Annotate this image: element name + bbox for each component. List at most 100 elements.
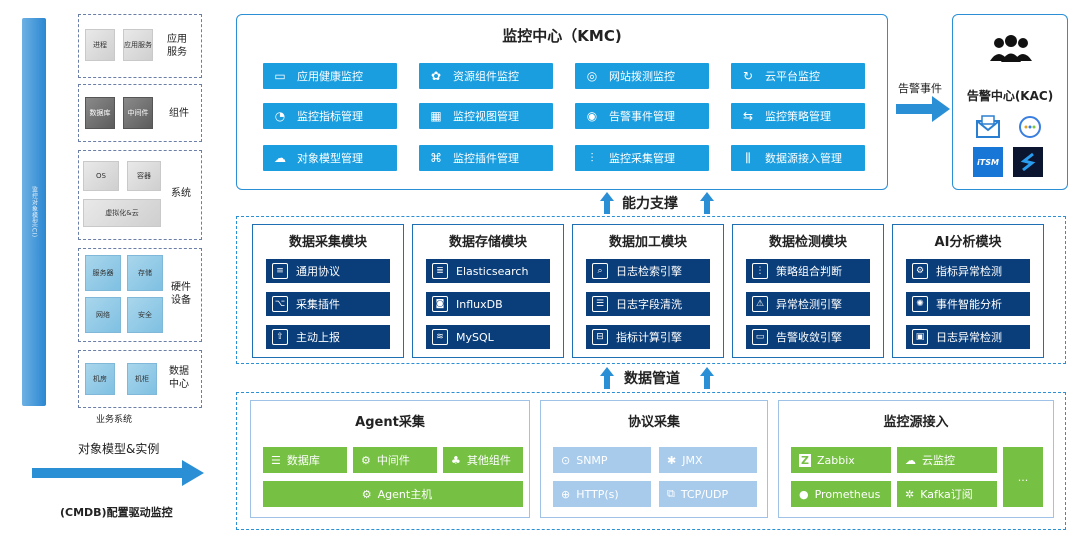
cube-process: 进程 xyxy=(85,29,115,61)
kmc-item[interactable]: ◎网站拨测监控 xyxy=(575,63,709,89)
kmc-item[interactable]: ◔监控指标管理 xyxy=(263,103,397,129)
kac-panel: 告警中心(KAC) iTSM xyxy=(952,14,1068,190)
cube-middleware: 中间件 xyxy=(123,97,153,129)
kmc-item-label: 告警事件管理 xyxy=(609,110,675,123)
kmc-item[interactable]: ⫼数据源接入管理 xyxy=(731,145,865,171)
module-item[interactable]: ≋MySQL xyxy=(426,325,550,349)
module-item-label: 通用协议 xyxy=(296,265,340,278)
group-hardware: 服务器 存储 网络 安全 硬件 设备 xyxy=(78,248,202,342)
kmc-item[interactable]: ◉ 告警事件管理 xyxy=(575,103,709,129)
alarm-icon: ◉ xyxy=(586,109,598,123)
doc-icon: ≡ xyxy=(272,263,288,279)
agent-panel: Agent采集 ☰数据库 ⚙中间件 ♣其他组件 ⚙Agent主机 xyxy=(250,400,530,518)
source-cloud: ☁云监控 xyxy=(897,447,997,473)
business-system-panel: 进程 应用服务 应用 服务 数据库 中间件 组件 OS 容器 虚拟化&云 系统 … xyxy=(74,12,202,410)
kmc-title: 监控中心（KMC) xyxy=(502,27,622,45)
module-panel: 数据存储模块 ≣Elasticsearch ◙InfluxDB ≋MySQL xyxy=(412,224,564,358)
log-icon: ▣ xyxy=(912,329,928,345)
modules-frame xyxy=(236,216,1066,364)
module-item-label: 异常检测引擎 xyxy=(776,298,842,311)
object-model-bar: 监控对象模型(CI) xyxy=(22,18,46,406)
collection-frame xyxy=(236,392,1066,530)
kmc-item[interactable]: ☁ 对象模型管理 xyxy=(263,145,397,171)
module-title: 数据存储模块 xyxy=(448,235,527,250)
kmc-item-label: 数据源接入管理 xyxy=(765,152,842,165)
cloud-sync-icon: ↻ xyxy=(742,69,754,83)
group-label-app: 应用 服务 xyxy=(167,34,187,58)
module-item[interactable]: ✺事件智能分析 xyxy=(906,292,1030,316)
db-icon: ☰ xyxy=(271,453,281,467)
calc-icon: ⊟ xyxy=(592,329,608,345)
cmdb-label: (CMDB)配置驱动监控 xyxy=(60,506,173,519)
module-item-label: 告警收敛引擎 xyxy=(776,331,842,344)
module-item[interactable]: ▣日志异常检测 xyxy=(906,325,1030,349)
cube-database: 数据库 xyxy=(85,97,115,129)
globe-icon: ⊕ xyxy=(561,487,571,501)
module-item-label: 指标异常检测 xyxy=(936,265,1002,278)
module-item-label: 日志字段清洗 xyxy=(616,298,682,311)
tree-icon: ♣ xyxy=(451,453,461,467)
module-item[interactable]: ⚙指标异常检测 xyxy=(906,259,1030,283)
module-panel: 数据加工模块 ⌕日志检索引擎 ☰ 日志字段清洗 ⊟ 指标计算引擎 xyxy=(572,224,724,358)
kmc-panel: 监控中心（KMC) ▭应用健康监控 ✿资源组件监控 ◎网站拨测监控 ↻ 云平台监控 ◔监控… xyxy=(236,14,888,190)
inbox-icon: ▭ xyxy=(752,329,768,345)
tcp-icon: ⧉ xyxy=(667,487,675,500)
kmc-item[interactable]: ↻ 云平台监控 xyxy=(731,63,865,89)
kmc-item-label: 监控插件管理 xyxy=(453,152,519,165)
kmc-item[interactable]: ✿资源组件监控 xyxy=(419,63,553,89)
module-item[interactable]: ≣Elasticsearch xyxy=(426,259,550,283)
kmc-item-label: 网站拨测监控 xyxy=(609,70,675,83)
group-label-hardware: 硬件 设备 xyxy=(171,282,191,306)
agent-title: Agent采集 xyxy=(355,415,425,430)
list-icon: ☰ xyxy=(592,296,608,312)
cube-virtualization: 虚拟化&云 xyxy=(83,199,161,227)
agent-item-db: ☰数据库 xyxy=(263,447,347,473)
object-model-label: 对象模型&实例 xyxy=(78,442,160,456)
module-item[interactable]: ⋮策略组合判断 xyxy=(746,259,870,283)
module-item[interactable]: ⌕日志检索引擎 xyxy=(586,259,710,283)
kmc-item-label: 监控采集管理 xyxy=(609,152,675,165)
source-more: ... xyxy=(1003,447,1043,507)
kmc-item-label: 监控指标管理 xyxy=(297,110,363,123)
module-item-label: 策略组合判断 xyxy=(776,265,842,278)
upload-icon: ⇧ xyxy=(272,329,288,345)
agent-host: ⚙Agent主机 xyxy=(263,481,523,507)
group-label-datacenter: 数据 中心 xyxy=(169,366,189,390)
module-item[interactable]: ◙InfluxDB xyxy=(426,292,550,316)
kmc-item-label: 监控策略管理 xyxy=(765,110,831,123)
kmc-item[interactable]: ⌘监控插件管理 xyxy=(419,145,553,171)
cube-container: 容器 xyxy=(127,161,161,191)
cube-storage: 存储 xyxy=(127,255,163,291)
mysql-icon: ≋ xyxy=(432,329,448,345)
kmc-item[interactable]: ⇆ 监控策略管理 xyxy=(731,103,865,129)
module-panel: 数据检测模块⋮策略组合判断⚠异常检测引擎▭告警收敛引擎 xyxy=(732,224,884,358)
module-item[interactable]: ⇧主动上报 xyxy=(266,325,390,349)
source-title: 监控源接入 xyxy=(883,415,949,430)
module-item[interactable]: ⚠异常检测引擎 xyxy=(746,292,870,316)
module-item[interactable]: ⊟ 指标计算引擎 xyxy=(586,325,710,349)
chat-icon xyxy=(1017,115,1043,143)
module-item[interactable]: ≡ 通用协议 xyxy=(266,259,390,283)
module-item[interactable]: ⌥ 采集插件 xyxy=(266,292,390,316)
gear-icon: ⚙ xyxy=(361,487,372,501)
module-item[interactable]: ▭ 告警收敛引擎 xyxy=(746,325,870,349)
kmc-item-label: 对象模型管理 xyxy=(297,152,363,165)
module-title: 数据加工模块 xyxy=(608,235,687,250)
up-arrow-2 xyxy=(700,192,714,214)
kmc-item[interactable]: ▭应用健康监控 xyxy=(263,63,397,89)
module-item-label: 指标计算引擎 xyxy=(616,331,682,344)
cloud-icon: ☁ xyxy=(274,151,286,165)
toggle-icon: ⇆ xyxy=(742,109,754,123)
cloud-icon: ☁ xyxy=(905,453,916,467)
module-item[interactable]: ☰ 日志字段清洗 xyxy=(586,292,710,316)
email-icon xyxy=(975,115,1001,143)
kmc-item-label: 监控视图管理 xyxy=(453,110,519,123)
clover-icon: ✿ xyxy=(430,69,442,83)
kmc-item[interactable]: ⫶监控采集管理 xyxy=(575,145,709,171)
module-item-label: 采集插件 xyxy=(296,298,340,311)
tree-icon: ⌥ xyxy=(272,296,288,312)
kmc-item[interactable]: ▦监控视图管理 xyxy=(419,103,553,129)
kmc-item-label: 云平台监控 xyxy=(765,70,820,83)
